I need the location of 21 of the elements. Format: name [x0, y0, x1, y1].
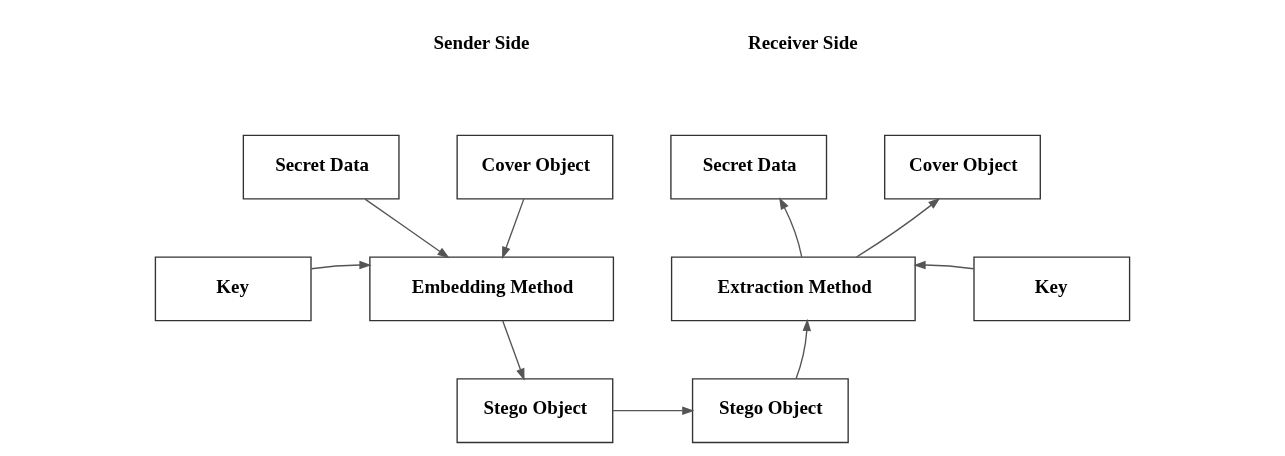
- arrow: [310, 260, 372, 270]
- node-box: Key: [973, 256, 1131, 322]
- arrow: [502, 198, 525, 259]
- label: Receiver Side: [748, 32, 858, 53]
- node-box: Extraction Method: [670, 256, 916, 322]
- node-box: Cover Object: [456, 134, 614, 200]
- arrow: [612, 406, 695, 415]
- label: Sender Side: [433, 32, 530, 53]
- arrow: [913, 260, 975, 270]
- node-box: Stego Object: [691, 378, 849, 444]
- node-box: Embedding Method: [369, 256, 615, 322]
- node-box: Cover Object: [884, 134, 1041, 200]
- arrow: [502, 320, 525, 381]
- node-box: Secret Data: [670, 134, 828, 200]
- arrow: [364, 198, 450, 259]
- node-box: Key: [154, 256, 312, 322]
- arrow: [855, 197, 941, 258]
- node-box: Stego Object: [456, 378, 614, 444]
- node-box: Secret Data: [242, 134, 400, 200]
- arrow: [779, 197, 803, 258]
- arrow: [795, 318, 812, 380]
